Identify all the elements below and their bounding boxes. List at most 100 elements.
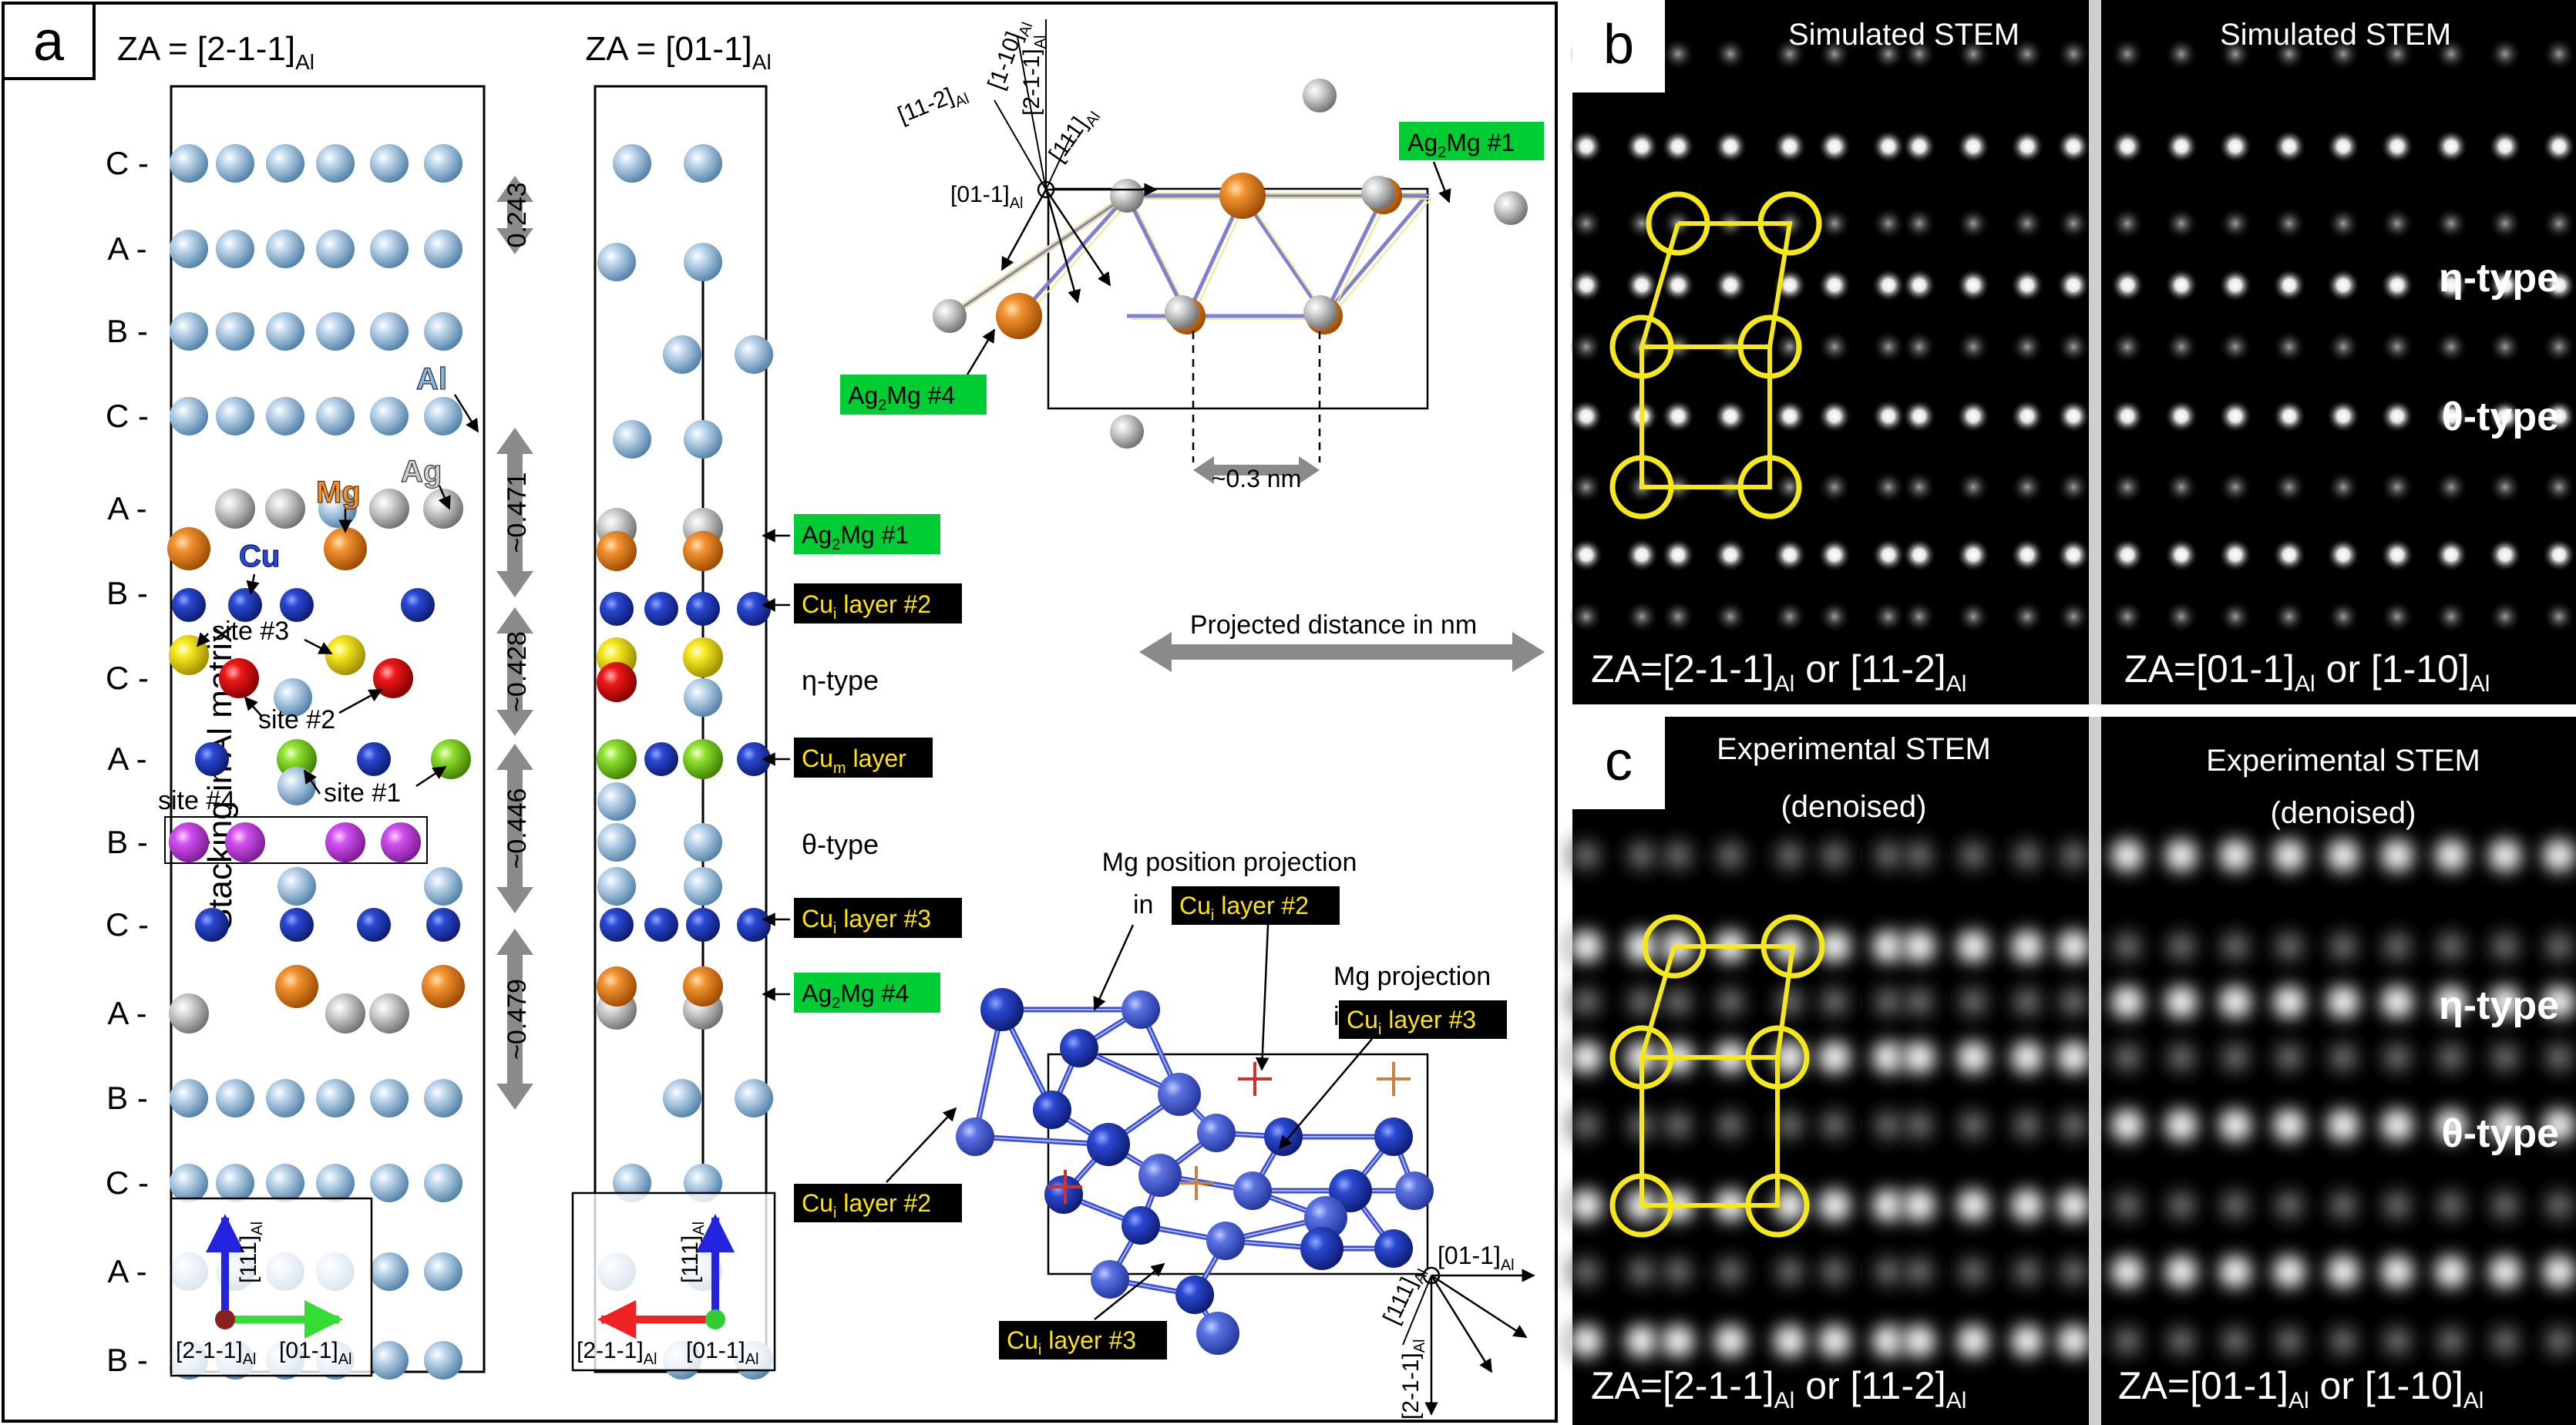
stem-spot: [1892, 919, 1947, 974]
stem-spot: [2369, 1313, 2425, 1369]
stem-spot: [2315, 919, 2371, 974]
stem-spot: [2154, 1244, 2209, 1299]
stem-spot: [1945, 974, 2001, 1030]
stem-spot: [2272, 470, 2306, 504]
panel-b-eta: η-type: [2439, 256, 2559, 301]
stem-spot: [1703, 1097, 1758, 1153]
stem-spot: [2110, 600, 2144, 634]
atom-al: [216, 1164, 254, 1202]
stem-spot: [1625, 268, 1659, 302]
atom-al: [370, 230, 409, 268]
stem-spot: [2477, 1097, 2533, 1153]
atom-cu: [644, 908, 678, 942]
stacking-label-13: A -: [107, 1253, 146, 1289]
stem-spot: [2110, 207, 2144, 240]
stem-spot: [2380, 268, 2414, 302]
stem-spot: [1818, 399, 1851, 433]
site3-label: site #3: [212, 617, 289, 646]
atom-al: [424, 230, 462, 268]
atom-cu: [280, 588, 314, 622]
stem-spot: [2434, 129, 2468, 163]
stem-spot: [1999, 1313, 2055, 1369]
stem-spot: [2110, 399, 2144, 433]
atom-al: [597, 823, 636, 862]
stem-spot: [1945, 1030, 2001, 1085]
stem-spot: [1661, 600, 1695, 634]
panel-c-divider: [2089, 717, 2101, 1425]
stem-spot: [2010, 399, 2044, 433]
stem-spot: [2164, 37, 2198, 71]
stem-spot: [2208, 828, 2263, 883]
stem-spot: [1559, 974, 1614, 1030]
stem-spot: [1650, 1097, 1706, 1153]
atom-ag: [265, 489, 305, 529]
stem-spot: [2315, 1313, 2371, 1369]
stem-spot: [2488, 129, 2522, 163]
panel-b-title-left: Simulated STEM: [1788, 18, 2019, 52]
atom-s1: [683, 739, 723, 779]
atom-al: [684, 420, 722, 459]
atom-al: [170, 312, 208, 351]
panel-c: c Experimental STEM (denoised) Experimen…: [1559, 717, 2576, 1425]
stem-spot: [1818, 268, 1851, 302]
stem-spot: [2315, 828, 2371, 883]
svg-text:Ag2Mg #1: Ag2Mg #1: [1407, 129, 1515, 161]
stem-spot: [1945, 1097, 2001, 1153]
stem-spot: [2380, 399, 2414, 433]
stem-spot: [2010, 470, 2044, 504]
panel-c-za-left: ZA=[2-1-1]Al or [11-2]Al: [1591, 1364, 1966, 1413]
stem-spot: [1559, 919, 1614, 974]
bottom-tag-layer2: Cui layer #2: [794, 1184, 962, 1222]
atom-al: [370, 144, 409, 183]
atom-s1: [277, 739, 317, 779]
stem-spot: [2488, 207, 2522, 240]
stem-spot: [1902, 37, 1936, 71]
atom-cu: [401, 588, 435, 622]
stem-spot: [1999, 828, 2055, 883]
stem-spot: [2326, 37, 2360, 71]
stem-spot: [2056, 600, 2090, 634]
stem-spot: [2046, 828, 2101, 883]
stem-spot: [2100, 828, 2155, 883]
mg-position-title: Mg position projection: [1102, 848, 1357, 877]
stem-spot: [1871, 538, 1905, 572]
stem-spot: [2208, 1244, 2263, 1299]
stem-spot: [2046, 1178, 2101, 1233]
stem-spot: [1871, 268, 1905, 302]
atom-al: [316, 1164, 355, 1202]
svg-text:Ag2Mg #1: Ag2Mg #1: [802, 521, 909, 553]
stem-spot: [2326, 600, 2360, 634]
stem-spot: [1661, 129, 1695, 163]
stem-spot: [2262, 1244, 2317, 1299]
stem-spot: [2542, 399, 2576, 433]
stem-spot: [2208, 1178, 2263, 1233]
stem-spot: [2380, 470, 2414, 504]
atom-al: [684, 243, 722, 281]
panel-c-title-left-1: Experimental STEM: [1717, 732, 1991, 766]
stem-spot: [1569, 207, 1603, 240]
cu-node: [1374, 1117, 1413, 1156]
bottom-tag-layer3-title: Cui layer #3: [1339, 1000, 1507, 1039]
panel-b-letter: b: [1603, 14, 1634, 76]
atom-cu: [195, 742, 229, 776]
bottom-tag-layer3: Cui layer #3: [999, 1321, 1167, 1359]
stem-spot: [2056, 37, 2090, 71]
mg-projection-title: Mg projection: [1333, 962, 1491, 991]
atom-cu: [280, 908, 314, 942]
atom-al: [424, 1079, 462, 1117]
atom-al: [266, 144, 304, 183]
projected-distance-label: Projected distance in nm: [1190, 610, 1477, 640]
stem-spot: [1569, 600, 1603, 634]
stem-spot: [2369, 1178, 2425, 1233]
stem-spot: [2272, 268, 2306, 302]
top-projection-distance: ~0.3 nm: [1212, 465, 1302, 492]
stem-spot: [1713, 129, 1747, 163]
atom-al: [424, 144, 462, 183]
stem-spot: [1956, 538, 1990, 572]
atom-al: [597, 243, 636, 281]
stem-spot: [2154, 828, 2209, 883]
stem-spot: [2218, 37, 2252, 71]
stem-spot: [2380, 207, 2414, 240]
svg-text:Cum layer: Cum layer: [802, 744, 906, 777]
